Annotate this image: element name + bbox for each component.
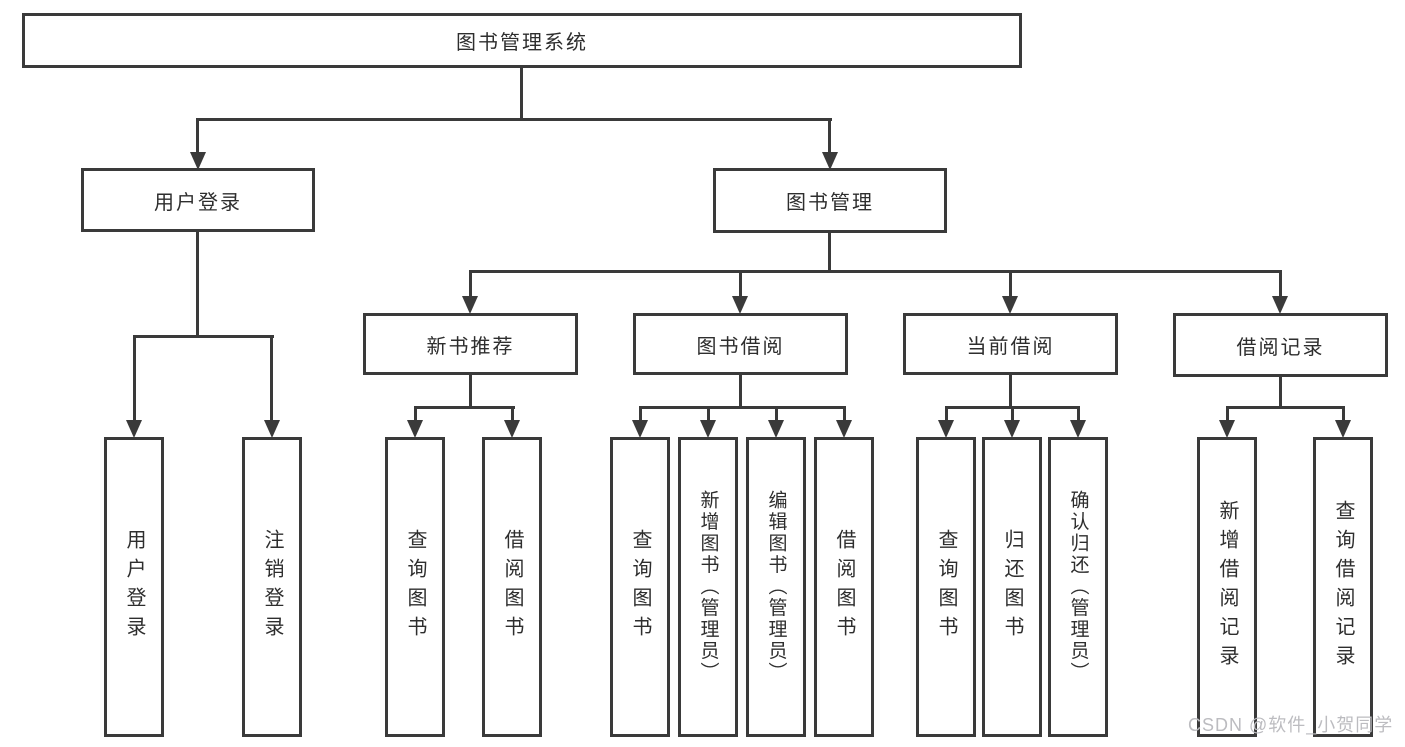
connector-line <box>414 406 515 409</box>
connector-line <box>196 118 199 154</box>
connector-line <box>843 406 846 421</box>
connector-line <box>414 406 417 421</box>
arrowhead-down-icon <box>1002 296 1018 314</box>
node-label: 借阅图书 <box>833 529 855 645</box>
connector-line <box>739 270 742 297</box>
node-label: 图书借阅 <box>696 335 785 358</box>
node-label: 编辑图书（管理员） <box>765 490 787 684</box>
connector-line <box>707 406 710 421</box>
node-current-borrowing: 当前借阅 <box>903 313 1118 375</box>
arrowhead-down-icon <box>938 420 954 438</box>
connector-line <box>469 270 1282 273</box>
node-leaf-edit-books-admin: 编辑图书（管理员） <box>746 437 806 737</box>
node-label: 当前借阅 <box>966 335 1055 358</box>
node-leaf-add-books-admin: 新增图书（管理员） <box>678 437 738 737</box>
node-leaf-query-borrow-record: 查询借阅记录 <box>1313 437 1373 737</box>
arrowhead-down-icon <box>1335 420 1351 438</box>
node-label: 用户登录 <box>123 529 145 645</box>
arrowhead-down-icon <box>190 152 206 170</box>
arrowhead-down-icon <box>462 296 478 314</box>
node-label: 注销登录 <box>261 529 283 645</box>
node-leaf-user-login: 用户登录 <box>104 437 164 737</box>
node-label: 图书管理系统 <box>456 32 588 54</box>
node-leaf-add-borrow-record: 新增借阅记录 <box>1197 437 1257 737</box>
connector-line <box>1279 270 1282 297</box>
arrowhead-down-icon <box>822 152 838 170</box>
connector-line <box>945 406 948 421</box>
arrowhead-down-icon <box>1004 420 1020 438</box>
connector-line <box>133 335 274 338</box>
connector-line <box>520 67 523 120</box>
arrowhead-down-icon <box>407 420 423 438</box>
node-leaf-query-books-1: 查询图书 <box>385 437 445 737</box>
connector-line <box>1226 406 1229 421</box>
node-borrowing-records: 借阅记录 <box>1173 313 1388 377</box>
node-label: 用户登录 <box>154 191 242 214</box>
connector-line <box>1011 406 1014 421</box>
connector-line <box>196 118 832 121</box>
arrowhead-down-icon <box>126 420 142 438</box>
arrowhead-down-icon <box>836 420 852 438</box>
arrowhead-down-icon <box>264 420 280 438</box>
connector-line <box>196 231 199 338</box>
node-book-borrowing: 图书借阅 <box>633 313 848 375</box>
connector-line <box>639 406 642 421</box>
connector-line <box>828 118 831 154</box>
node-label: 查询借阅记录 <box>1332 500 1354 674</box>
node-system-root: 图书管理系统 <box>22 13 1022 68</box>
arrowhead-down-icon <box>732 296 748 314</box>
node-label: 新书推荐 <box>426 335 515 358</box>
node-label: 归还图书 <box>1001 529 1023 645</box>
node-new-book-recommend: 新书推荐 <box>363 313 578 375</box>
arrowhead-down-icon <box>504 420 520 438</box>
connector-line <box>270 335 273 421</box>
node-leaf-query-books-3: 查询图书 <box>916 437 976 737</box>
connector-line <box>1279 375 1282 408</box>
connector-line <box>1077 406 1080 421</box>
node-label: 查询图书 <box>404 529 426 645</box>
node-leaf-return-books: 归还图书 <box>982 437 1042 737</box>
node-label: 借阅图书 <box>501 529 523 645</box>
connector-line <box>775 406 778 421</box>
connector-line <box>469 270 472 297</box>
node-leaf-confirm-return-admin: 确认归还（管理员） <box>1048 437 1108 737</box>
arrowhead-down-icon <box>1272 296 1288 314</box>
connector-line <box>1226 406 1345 409</box>
csdn-watermark: CSDN @软件_小贺同学 <box>1188 715 1394 735</box>
connector-line <box>511 406 514 421</box>
connector-line <box>639 406 846 409</box>
connector-line <box>1009 270 1012 297</box>
node-label: 新增借阅记录 <box>1216 500 1238 674</box>
connector-line <box>828 231 831 272</box>
connector-line <box>1342 406 1345 421</box>
arrowhead-down-icon <box>1070 420 1086 438</box>
node-label: 确认归还（管理员） <box>1067 490 1089 684</box>
connector-line <box>1009 374 1012 408</box>
node-book-management: 图书管理 <box>713 168 947 233</box>
arrowhead-down-icon <box>1219 420 1235 438</box>
arrowhead-down-icon <box>632 420 648 438</box>
node-leaf-borrow-books-2: 借阅图书 <box>814 437 874 737</box>
arrowhead-down-icon <box>700 420 716 438</box>
node-leaf-logout: 注销登录 <box>242 437 302 737</box>
node-label: 借阅记录 <box>1236 336 1325 359</box>
connector-line <box>133 335 136 421</box>
node-leaf-borrow-books-1: 借阅图书 <box>482 437 542 737</box>
connector-line <box>739 374 742 408</box>
node-label: 图书管理 <box>786 192 874 214</box>
node-leaf-query-books-2: 查询图书 <box>610 437 670 737</box>
node-user-login: 用户登录 <box>81 168 315 232</box>
node-label: 查询图书 <box>935 529 957 645</box>
connector-line <box>469 374 472 408</box>
arrowhead-down-icon <box>768 420 784 438</box>
node-label: 查询图书 <box>629 529 651 645</box>
node-label: 新增图书（管理员） <box>697 490 719 684</box>
